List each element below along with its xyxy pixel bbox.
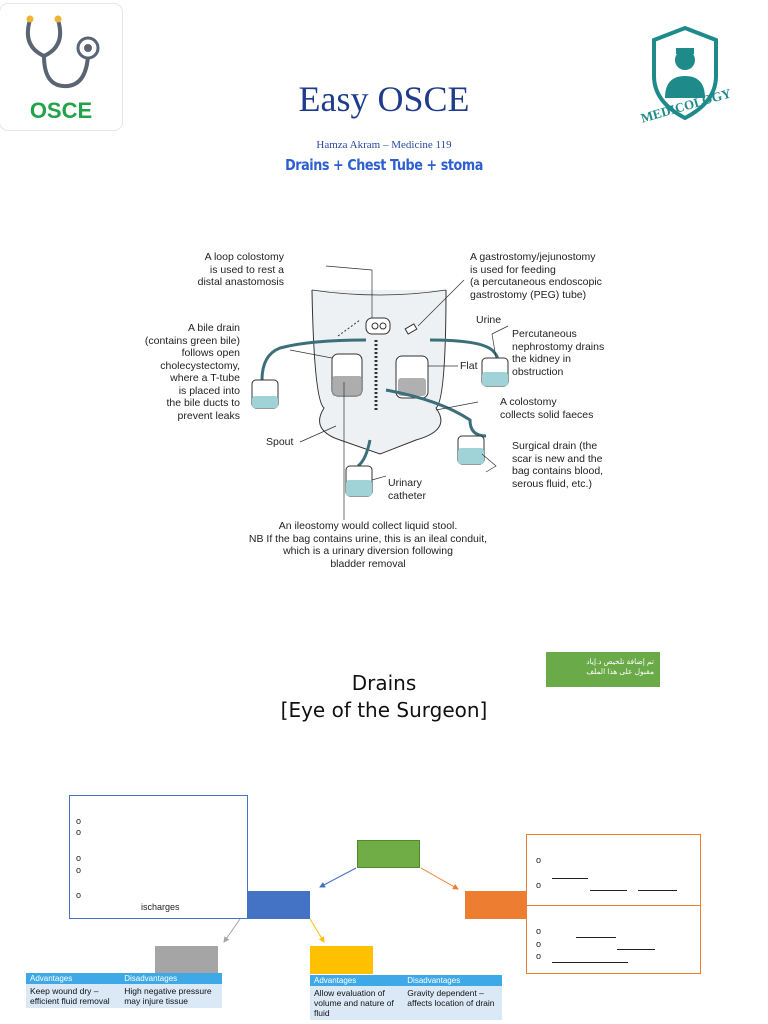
page-subtitle: Drains + Chest Tube + stoma: [285, 156, 483, 174]
node-blue: [248, 891, 310, 919]
table-row: Keep wound dry – efficient fluid removal…: [30, 986, 212, 1006]
label-spout: Spout: [266, 436, 294, 448]
label-ileostomy: An ileostomy would collect liquid stool.…: [248, 520, 488, 570]
table-header: Advantages: [310, 975, 404, 986]
label-loop-colostomy: A loop colostomy is used to rest a dista…: [197, 251, 284, 288]
table-header: Disadvantages: [120, 973, 222, 984]
osce-logo: OSCE: [0, 4, 122, 130]
stethoscope-icon: [25, 15, 100, 89]
advantages-table-left: Advantages Disadvantages Keep wound dry …: [26, 973, 222, 1008]
author-line: Hamza Akram – Medicine 119: [316, 139, 452, 151]
right-box-bottom: o o o: [526, 905, 701, 974]
left-box-fragment: ischarges: [141, 902, 180, 912]
left-text-box: o o o o o ischarges: [69, 795, 248, 919]
arabic-note: تم إضافة تلخيص د.إياد مقبول على هذا المل…: [546, 652, 660, 687]
node-green: [357, 840, 420, 868]
section-heading: Drains [Eye of the Surgeon]: [0, 670, 768, 724]
medicology-logo: MEDICOLOGY: [632, 24, 738, 128]
label-colostomy: A colostomy collects solid faeces: [500, 396, 594, 421]
shield-icon: [652, 25, 718, 121]
right-box-top: o o: [526, 834, 701, 906]
label-urine: Urine: [476, 314, 502, 326]
osce-logo-text: OSCE: [29, 98, 93, 123]
drains-diagram: [251, 265, 509, 520]
table-row: Allow evaluation of volume and nature of…: [314, 988, 495, 1018]
section-subtitle: [Eye of the Surgeon]: [280, 698, 488, 722]
advantages-table-right: Advantages Disadvantages Allow evaluatio…: [310, 975, 502, 1020]
node-yellow: [310, 946, 373, 974]
node-orange: [465, 891, 527, 919]
section-title: Drains: [351, 671, 417, 695]
label-surgical-drain: Surgical drain (the scar is new and the …: [512, 440, 604, 490]
label-bile-drain: A bile drain (contains green bile) follo…: [144, 322, 240, 422]
label-flat: Flat: [460, 360, 478, 372]
table-header: Disadvantages: [403, 975, 502, 986]
node-gray: [155, 946, 218, 974]
label-gastrostomy: A gastrostomy/jejunostomy is used for fe…: [470, 251, 602, 301]
label-nephrostomy: Percutaneous nephrostomy drains the kidn…: [512, 328, 605, 378]
label-urinary-catheter: Urinary catheter: [388, 477, 426, 502]
page-title: Easy OSCE: [298, 79, 470, 119]
table-header: Advantages: [26, 973, 121, 984]
